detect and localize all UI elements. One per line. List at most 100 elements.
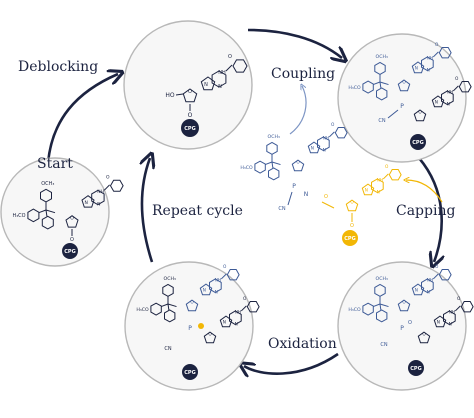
arrow-oxidation-to-repeat [244, 352, 339, 374]
benzoyl-ring [232, 59, 248, 73]
bond [379, 303, 389, 308]
dmt-ring-bottom [376, 309, 388, 323]
atom-n: N [449, 321, 452, 327]
sugar-ring: O [203, 331, 217, 344]
bond [287, 191, 293, 206]
benzoyl-ring [246, 301, 260, 313]
atom-o: O [350, 199, 354, 205]
imidazole-ring [411, 283, 425, 296]
atom-n: N [437, 320, 440, 326]
atom-n: N [85, 200, 88, 206]
atom-n: N [447, 101, 450, 107]
bond [379, 303, 382, 311]
atom-h3co: H₃CO [12, 213, 25, 219]
arrow-coupling-to-oxidation [418, 157, 442, 262]
pyrimidine-ring [209, 278, 222, 294]
atom-o: O [422, 331, 426, 337]
atom-n: N [311, 146, 314, 152]
circle-deblocking [123, 20, 253, 150]
pyrimidine-ring [443, 310, 456, 326]
sugar-ring: O [417, 331, 431, 344]
sugar-ring: O [185, 299, 199, 312]
cpg-label: CPG [410, 366, 421, 372]
molecule-start: O [70, 229, 74, 243]
step-label-coupling: Coupling [271, 66, 336, 82]
atom-och3: OCH₃ [41, 181, 54, 187]
bond [328, 131, 335, 138]
imidazole-ring [411, 61, 425, 74]
imidazole-ring [199, 283, 213, 296]
atom-n: N [218, 84, 222, 90]
atom-n: N [215, 289, 218, 295]
dmt-ring-top [266, 141, 278, 155]
cpg-bead: CPG [408, 360, 424, 376]
bond [382, 173, 389, 180]
atom-o: O [190, 299, 194, 305]
dmt-ring-top [162, 283, 174, 297]
atom-cn: CN [164, 346, 171, 352]
bond [454, 305, 461, 312]
atom-n: N [223, 320, 226, 326]
bond [38, 209, 47, 214]
atom-o: O [457, 296, 461, 302]
pyrimidine-ring [229, 310, 242, 326]
atom-o: O [243, 296, 247, 302]
bond [220, 273, 227, 280]
imidazole-ring [307, 141, 321, 154]
bond [379, 81, 382, 89]
atom-p: P [292, 183, 296, 190]
pyrimidine-ring [91, 189, 105, 206]
dmt-ring-top [374, 283, 386, 297]
atom-o: O [418, 109, 422, 115]
atom-n: N [415, 288, 418, 294]
atom-cn: CN [378, 118, 385, 124]
sugar-ring: O [397, 79, 411, 92]
atom-n: N [427, 289, 430, 295]
circle-coupling [337, 33, 467, 163]
imidazole-ring [200, 76, 216, 91]
molecule-coupling: PCN [378, 103, 404, 124]
circle-repeat-cycle [124, 261, 254, 391]
arrow-deblocking-to-coupling [247, 28, 342, 58]
dmt-ring-bottom [376, 87, 388, 101]
atom-o: O [296, 159, 300, 165]
cpg-circle [410, 134, 426, 150]
step-label-start: Start [37, 156, 73, 172]
bond [103, 184, 110, 191]
molecule-repeat: PCN [164, 323, 204, 352]
oxygen-gold [198, 323, 204, 329]
atom-o: O [228, 54, 232, 60]
bond [167, 303, 170, 311]
cpg-circle [62, 243, 78, 259]
bond [387, 109, 399, 119]
imidazole-ring [361, 183, 375, 196]
benzoyl-ring [109, 179, 124, 192]
benzoyl-ring [460, 301, 474, 313]
atom-o: O [324, 194, 328, 200]
sugar-ring: O [345, 199, 359, 212]
atom-o: O [223, 264, 227, 270]
bond [161, 303, 169, 308]
cpg-bead: CPG [181, 119, 199, 137]
pyrimidine-ring [421, 278, 434, 294]
nucleobase: N NH N O [433, 296, 474, 328]
benzoyl-ring [388, 169, 402, 181]
furanose-ring [182, 88, 198, 103]
cpg-circle [408, 360, 424, 376]
imidazole-ring [433, 315, 447, 328]
bond [379, 81, 389, 86]
bond [45, 209, 48, 217]
pyrimidine-ring [317, 136, 330, 152]
atom-nh: NH [218, 70, 226, 76]
atom-nh: NH [449, 310, 455, 316]
bond [265, 161, 273, 166]
